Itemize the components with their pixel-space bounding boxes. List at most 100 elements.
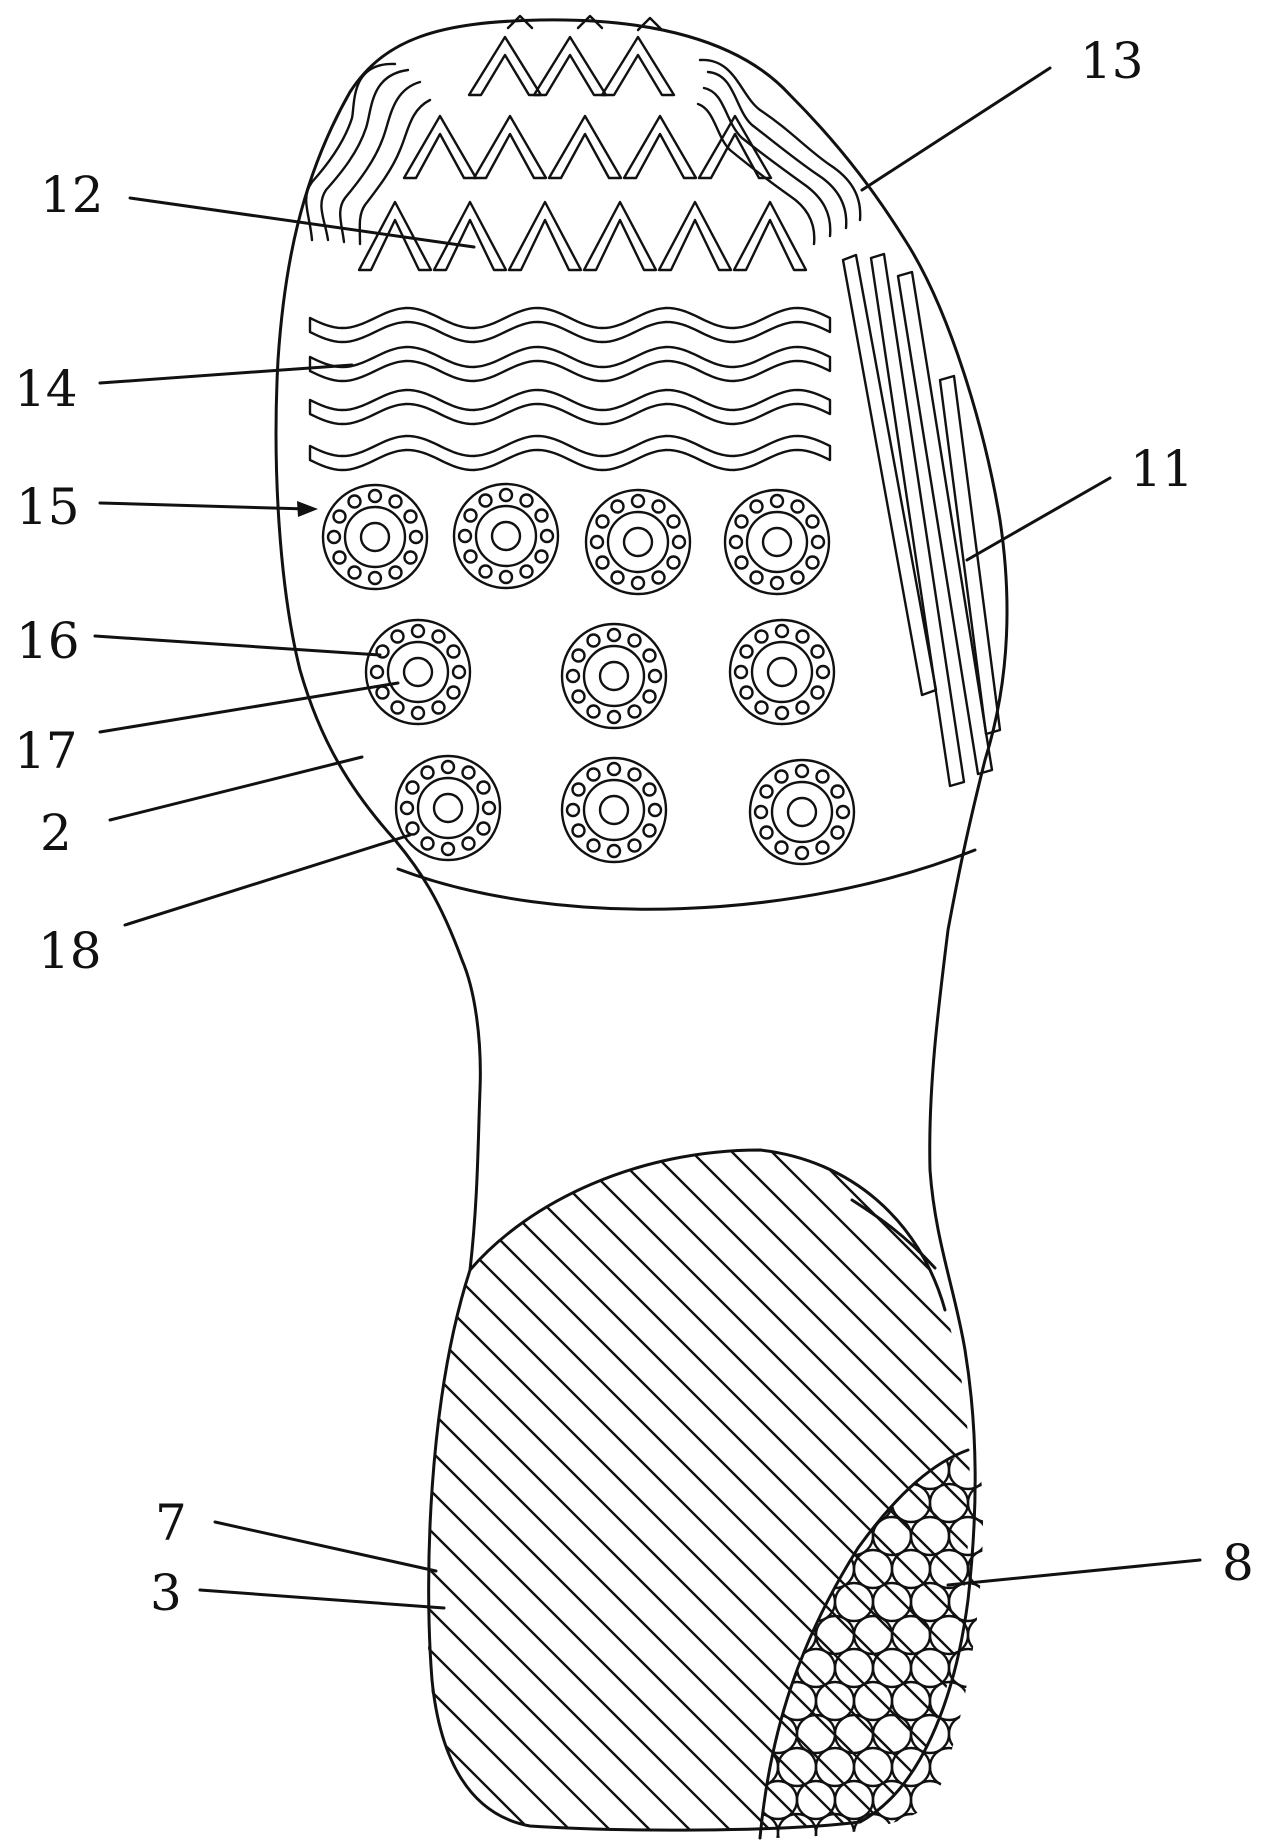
chevron xyxy=(357,200,433,272)
heel-stripe xyxy=(427,1150,532,1831)
heel-stripe xyxy=(938,1150,970,1831)
label-7: 7 xyxy=(155,1494,187,1552)
stud-hole xyxy=(463,508,478,523)
cushion-dot xyxy=(776,1680,818,1722)
cushion-dot xyxy=(795,1456,837,1491)
stud-hole xyxy=(769,575,785,591)
heel-stripe xyxy=(698,1150,970,1831)
chevron xyxy=(402,114,478,180)
heel-stripe xyxy=(427,1150,970,1831)
stud-hole xyxy=(375,644,390,659)
stud-hole xyxy=(586,633,601,648)
stud-hole xyxy=(805,514,820,529)
stud-hole xyxy=(671,534,687,550)
stud-hole xyxy=(390,629,405,644)
stud-hole xyxy=(388,494,403,509)
cushion-dot xyxy=(890,1680,932,1722)
stud-inner-ring xyxy=(745,510,809,574)
cushion-dot xyxy=(833,1581,875,1623)
stud-hole xyxy=(810,644,825,659)
heel-stripe xyxy=(427,1150,652,1831)
chevron xyxy=(547,114,623,180)
heel-stripe xyxy=(498,1150,970,1831)
heel-stripe xyxy=(427,1150,772,1831)
stud-hole xyxy=(739,644,754,659)
stud-center xyxy=(761,526,793,558)
wavy-groove xyxy=(308,388,832,426)
label-14: 14 xyxy=(14,360,78,418)
cushion-dot xyxy=(871,1779,913,1821)
stud-hole xyxy=(571,823,586,838)
stud-hole xyxy=(610,499,625,514)
stud-hole xyxy=(606,843,622,859)
cushion-dot xyxy=(814,1680,856,1722)
cushion-dot xyxy=(928,1746,970,1788)
stud-hole xyxy=(630,493,646,509)
stud-hole xyxy=(774,623,790,639)
round-studs xyxy=(321,482,856,866)
cushion-dot xyxy=(947,1779,983,1821)
stud-center xyxy=(432,792,464,824)
cushion-dot xyxy=(833,1713,875,1755)
stud xyxy=(748,758,856,866)
cushion-dot xyxy=(852,1548,894,1590)
stud-inner-ring xyxy=(770,780,834,844)
stud-hole xyxy=(759,784,774,799)
stud-hole xyxy=(734,555,749,570)
heel-stripe xyxy=(427,1150,892,1831)
stud-hole xyxy=(478,564,493,579)
stud-hole xyxy=(815,840,830,855)
wavy-tread-grooves xyxy=(308,306,832,472)
stud-hole xyxy=(610,570,625,585)
reference-labels: 13 12 14 15 11 16 17 2 18 7 3 8 xyxy=(14,32,1254,1622)
heel-stripe xyxy=(1060,1120,1268,1841)
stud-hole xyxy=(666,514,681,529)
chevron xyxy=(467,35,543,97)
chevron xyxy=(432,200,508,272)
cushion-dot xyxy=(760,1548,780,1590)
stud-center xyxy=(490,520,522,552)
stud-hole xyxy=(405,821,420,836)
stud-center xyxy=(766,656,798,688)
stud-hole xyxy=(794,845,810,861)
heel-stripe xyxy=(427,1150,852,1831)
stud-hole xyxy=(498,487,514,503)
stud-hole xyxy=(476,780,491,795)
label-11: 11 xyxy=(1130,440,1194,498)
label-3: 3 xyxy=(150,1564,182,1622)
cushion-dot xyxy=(871,1515,913,1557)
stud-hole xyxy=(830,784,845,799)
stud-center xyxy=(786,796,818,828)
stud-hole xyxy=(420,765,435,780)
wavy-groove xyxy=(308,345,832,383)
stud-outer-ring xyxy=(748,758,856,866)
stud-center xyxy=(359,521,391,553)
stud-hole xyxy=(534,549,549,564)
stud-hole xyxy=(835,804,851,820)
chevron xyxy=(657,200,733,272)
cushion-dot xyxy=(833,1647,875,1689)
label-8: 8 xyxy=(1222,1534,1254,1592)
stud-hole xyxy=(403,550,418,565)
stud-hole xyxy=(642,648,657,663)
heel-stripe xyxy=(427,1150,970,1831)
heel-stripe xyxy=(427,1150,970,1831)
stud-outer-ring xyxy=(452,482,560,590)
stud-hole xyxy=(405,780,420,795)
cushion-dot xyxy=(852,1812,894,1838)
stud-hole xyxy=(399,800,415,816)
stud-hole xyxy=(420,836,435,851)
stud-inner-ring xyxy=(343,505,407,569)
stud-center xyxy=(622,526,654,558)
cushion-dot xyxy=(760,1581,799,1623)
heel-stripe xyxy=(0,1120,370,1841)
stud-hole xyxy=(388,565,403,580)
cushion-dot xyxy=(909,1647,951,1689)
heel-stripe xyxy=(427,1150,732,1831)
arrowhead xyxy=(297,501,318,517)
stud-hole xyxy=(749,499,764,514)
stud-hole xyxy=(586,838,601,853)
cushion-dot xyxy=(814,1812,856,1838)
cushion-dot xyxy=(795,1581,837,1623)
heel-stripe xyxy=(427,1150,692,1831)
